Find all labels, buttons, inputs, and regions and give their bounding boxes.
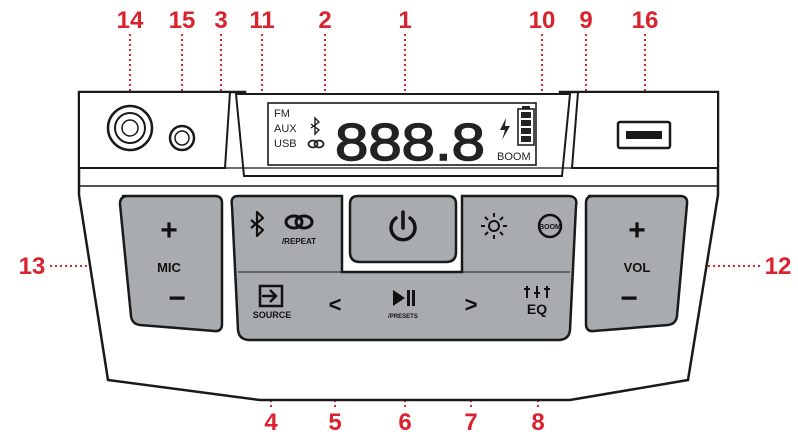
charge-icon (500, 118, 510, 140)
callout-9: 9 (579, 7, 592, 34)
lcd-link-icon (307, 139, 325, 149)
callout-4: 4 (264, 409, 278, 436)
callout-11: 11 (249, 7, 274, 34)
mic-minus-label: − (168, 282, 186, 315)
bluetooth-icon[interactable] (250, 210, 265, 238)
lcd-boom: BOOM (497, 151, 531, 163)
mic-jack-icon[interactable] (106, 104, 154, 152)
lcd-usb: USB (274, 138, 297, 150)
callout-2: 2 (318, 7, 331, 34)
repeat-label: /REPEAT (282, 237, 316, 246)
callout-16: 16 (632, 7, 659, 34)
light-icon[interactable] (481, 213, 507, 239)
vol-plus-label: + (628, 214, 646, 247)
boom-icon[interactable]: BOOM (537, 213, 563, 239)
callout-1: 1 (398, 7, 411, 34)
vol-label: VOL (624, 260, 651, 275)
callout-10: 10 (529, 7, 556, 34)
mic-plus-label: + (160, 214, 178, 247)
lcd-fm: FM (274, 108, 290, 120)
source-label: SOURCE (253, 310, 292, 320)
callout-5: 5 (328, 409, 341, 436)
battery-icon (517, 106, 535, 146)
vol-minus-label: − (620, 282, 638, 315)
master-volume-button[interactable] (584, 194, 689, 333)
play-pause-icon[interactable] (393, 290, 415, 306)
prev-button[interactable]: < (329, 292, 342, 317)
aux-jack-icon[interactable] (168, 124, 196, 152)
callout-8: 8 (531, 409, 544, 436)
eq-label: EQ (527, 301, 547, 317)
left-port-pod (78, 91, 232, 169)
eq-icon[interactable] (524, 286, 550, 298)
power-icon (389, 210, 417, 242)
lcd-aux: AUX (274, 123, 297, 135)
lcd-digits: 888.8 (335, 114, 485, 172)
next-button[interactable]: > (465, 292, 478, 317)
callout-3: 3 (214, 7, 227, 34)
mic-volume-button[interactable] (118, 194, 224, 333)
lcd-screen (267, 102, 537, 166)
callout-12: 12 (765, 253, 792, 280)
control-cluster (230, 194, 578, 342)
callout-15: 15 (169, 7, 196, 34)
callout-7: 7 (464, 409, 477, 436)
usb-port-icon[interactable] (616, 120, 672, 150)
mic-label: MIC (157, 260, 181, 275)
link-icon[interactable] (284, 214, 314, 230)
callout-13: 13 (19, 253, 46, 280)
lcd-bluetooth-icon (310, 116, 321, 136)
source-icon[interactable] (258, 284, 284, 308)
boom-button-label: BOOM (539, 224, 561, 231)
callout-6: 6 (398, 409, 411, 436)
presets-label: /PRESETS (388, 314, 418, 320)
callout-14: 14 (117, 7, 144, 34)
